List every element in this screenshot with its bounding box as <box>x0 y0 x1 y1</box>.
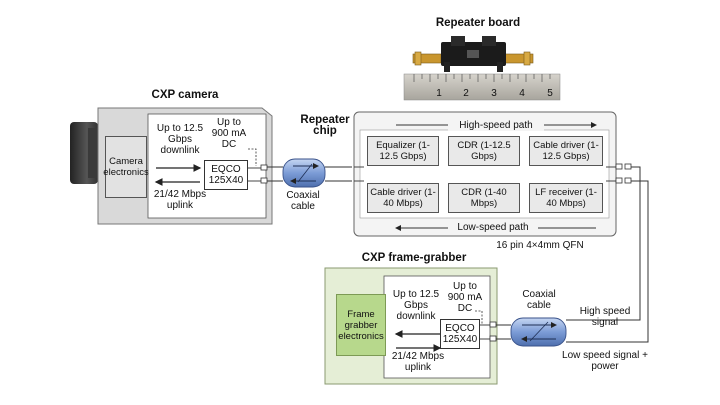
cdr-high-block: CDR (1-12.5 Gbps) <box>448 136 520 166</box>
repeater-chip-title: Repeater chip <box>300 114 350 137</box>
camera-title: CXP camera <box>151 89 219 101</box>
bottom-coax-cable <box>510 317 567 347</box>
repeater-board-photo <box>403 36 561 101</box>
top-coax-label: Coaxial cable <box>286 190 320 212</box>
ruler-tick-2: 2 <box>463 88 469 99</box>
cdr-low-block: CDR (1-40 Mbps) <box>448 183 520 213</box>
low-speed-signal-label: Low speed signal + power <box>562 350 648 372</box>
grabber-eqco-chip <box>440 319 480 349</box>
equalizer-block: Equalizer (1-12.5 Gbps) <box>367 136 439 166</box>
high-speed-path-label: High-speed path <box>448 120 544 131</box>
package-label: 16 pin 4×4mm QFN <box>496 240 584 251</box>
bottom-coax-label: Coaxial cable <box>522 289 556 311</box>
top-coax-cable <box>282 158 326 188</box>
grabber-eqco-label: EQCO 125X40 <box>442 323 478 345</box>
frame-grabber-title: CXP frame-grabber <box>361 252 467 264</box>
camera-dc-label: Up to 900 mA DC <box>211 117 247 150</box>
lf-receiver-block: LF receiver (1-40 Mbps) <box>529 183 603 213</box>
cable-driver-low-block: Cable driver (1-40 Mbps) <box>367 183 439 213</box>
grabber-dc-label: Up to 900 mA DC <box>447 281 483 314</box>
ruler-tick-4: 4 <box>519 88 525 99</box>
grabber-downlink-label: Up to 12.5 Gbps downlink <box>392 289 440 322</box>
camera-electronics: Camera electronics <box>103 136 149 198</box>
camera-eqco-label: EQCO 125X40 <box>208 164 244 186</box>
cable-driver-high-block: Cable driver (1-12.5 Gbps) <box>529 136 603 166</box>
high-speed-signal-label: High speed signal <box>579 306 631 328</box>
ruler-tick-1: 1 <box>436 88 442 99</box>
ruler-tick-5: 5 <box>547 88 553 99</box>
camera-uplink-label: 21/42 Mbps uplink <box>153 189 207 211</box>
ruler-tick-3: 3 <box>491 88 497 99</box>
camera-downlink-label: Up to 12.5 Gbps downlink <box>156 123 204 156</box>
frame-grabber-electronics: Frame grabber electronics <box>336 294 386 356</box>
grabber-uplink-label: 21/42 Mbps uplink <box>391 351 445 373</box>
low-speed-path-label: Low-speed path <box>448 222 538 233</box>
camera-eqco-chip <box>204 160 248 190</box>
repeater-board-title: Repeater board <box>435 17 521 29</box>
